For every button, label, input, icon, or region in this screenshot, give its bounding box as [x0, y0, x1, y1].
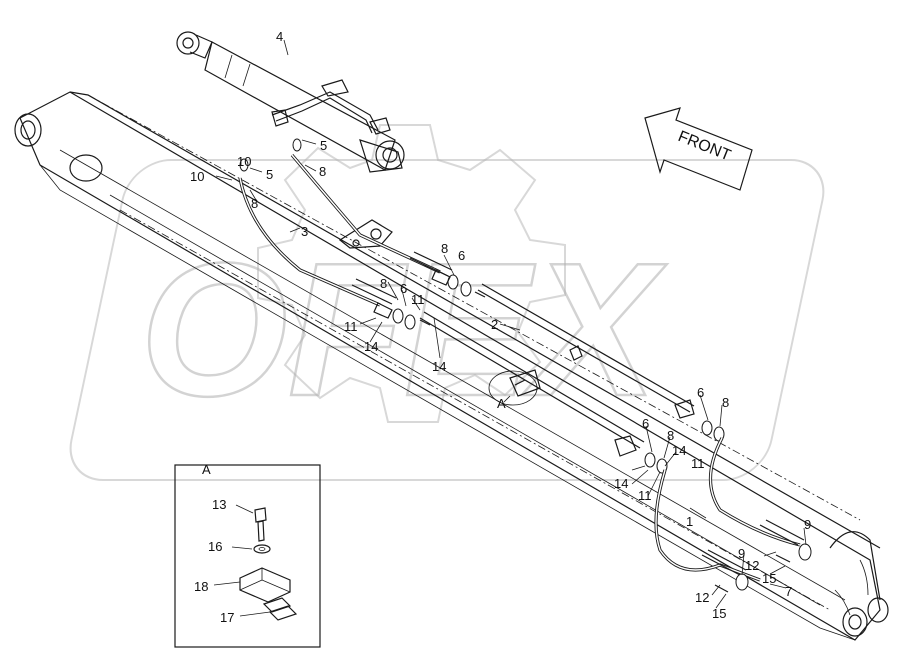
callout-5: 5: [266, 167, 273, 182]
callout-9: 9: [804, 517, 811, 532]
callout-5: 5: [320, 138, 327, 153]
callout-6: 6: [400, 281, 407, 296]
callout-7: 7: [785, 584, 792, 599]
front-direction-arrow: FRONT: [644, 107, 753, 191]
pipes-along-boom: [419, 283, 695, 457]
watermark-frame: [69, 159, 825, 481]
callout-6: 6: [697, 385, 704, 400]
callout-12: 12: [745, 558, 759, 573]
detail-box-a: A: [174, 462, 321, 648]
callout-2: 2: [491, 317, 498, 332]
callout-9: 9: [738, 546, 745, 561]
callout-14: 14: [364, 339, 378, 354]
watermark-text: OFEX: [140, 224, 668, 436]
detail-box-title: A: [202, 462, 211, 477]
callout-18: 18: [194, 579, 208, 594]
callout-10: 10: [190, 169, 204, 184]
hydraulic-cylinder: [176, 31, 405, 173]
callouts: 4 5 5 10 10 8 8 3 8 6 8 6 11 11 14 14 2 …: [190, 29, 811, 625]
callout-15: 15: [712, 606, 726, 621]
callout-15: 15: [762, 571, 776, 586]
callout-3: 3: [301, 224, 308, 239]
leader-lines: [215, 39, 807, 609]
hoses-upper: [238, 138, 486, 330]
callout-8: 8: [667, 428, 674, 443]
callout-6: 6: [458, 248, 465, 263]
boom-arm: [14, 91, 889, 641]
callout-13: 13: [212, 497, 226, 512]
callout-8: 8: [722, 395, 729, 410]
callout-8: 8: [441, 241, 448, 256]
callout-16: 16: [208, 539, 222, 554]
callout-11: 11: [344, 319, 358, 334]
callout-8: 8: [380, 276, 387, 291]
callout-17: 17: [220, 610, 234, 625]
callout-14: 14: [432, 359, 446, 374]
callout-11: 11: [691, 456, 705, 471]
detail-reference-label: A: [497, 396, 506, 411]
callout-11: 11: [411, 292, 425, 307]
callout-11: 11: [638, 488, 652, 503]
callout-12: 12: [695, 590, 709, 605]
callout-8: 8: [319, 164, 326, 179]
callout-14: 14: [672, 443, 686, 458]
hoses-lower: [644, 420, 812, 593]
watermark-gear: [257, 124, 566, 423]
callout-1: 1: [686, 514, 693, 529]
callout-14: 14: [614, 476, 628, 491]
callout-6: 6: [642, 416, 649, 431]
callout-10: 10: [237, 154, 251, 169]
watermark: OFEX: [69, 124, 825, 481]
callout-8: 8: [251, 196, 258, 211]
callout-4: 4: [276, 29, 283, 44]
